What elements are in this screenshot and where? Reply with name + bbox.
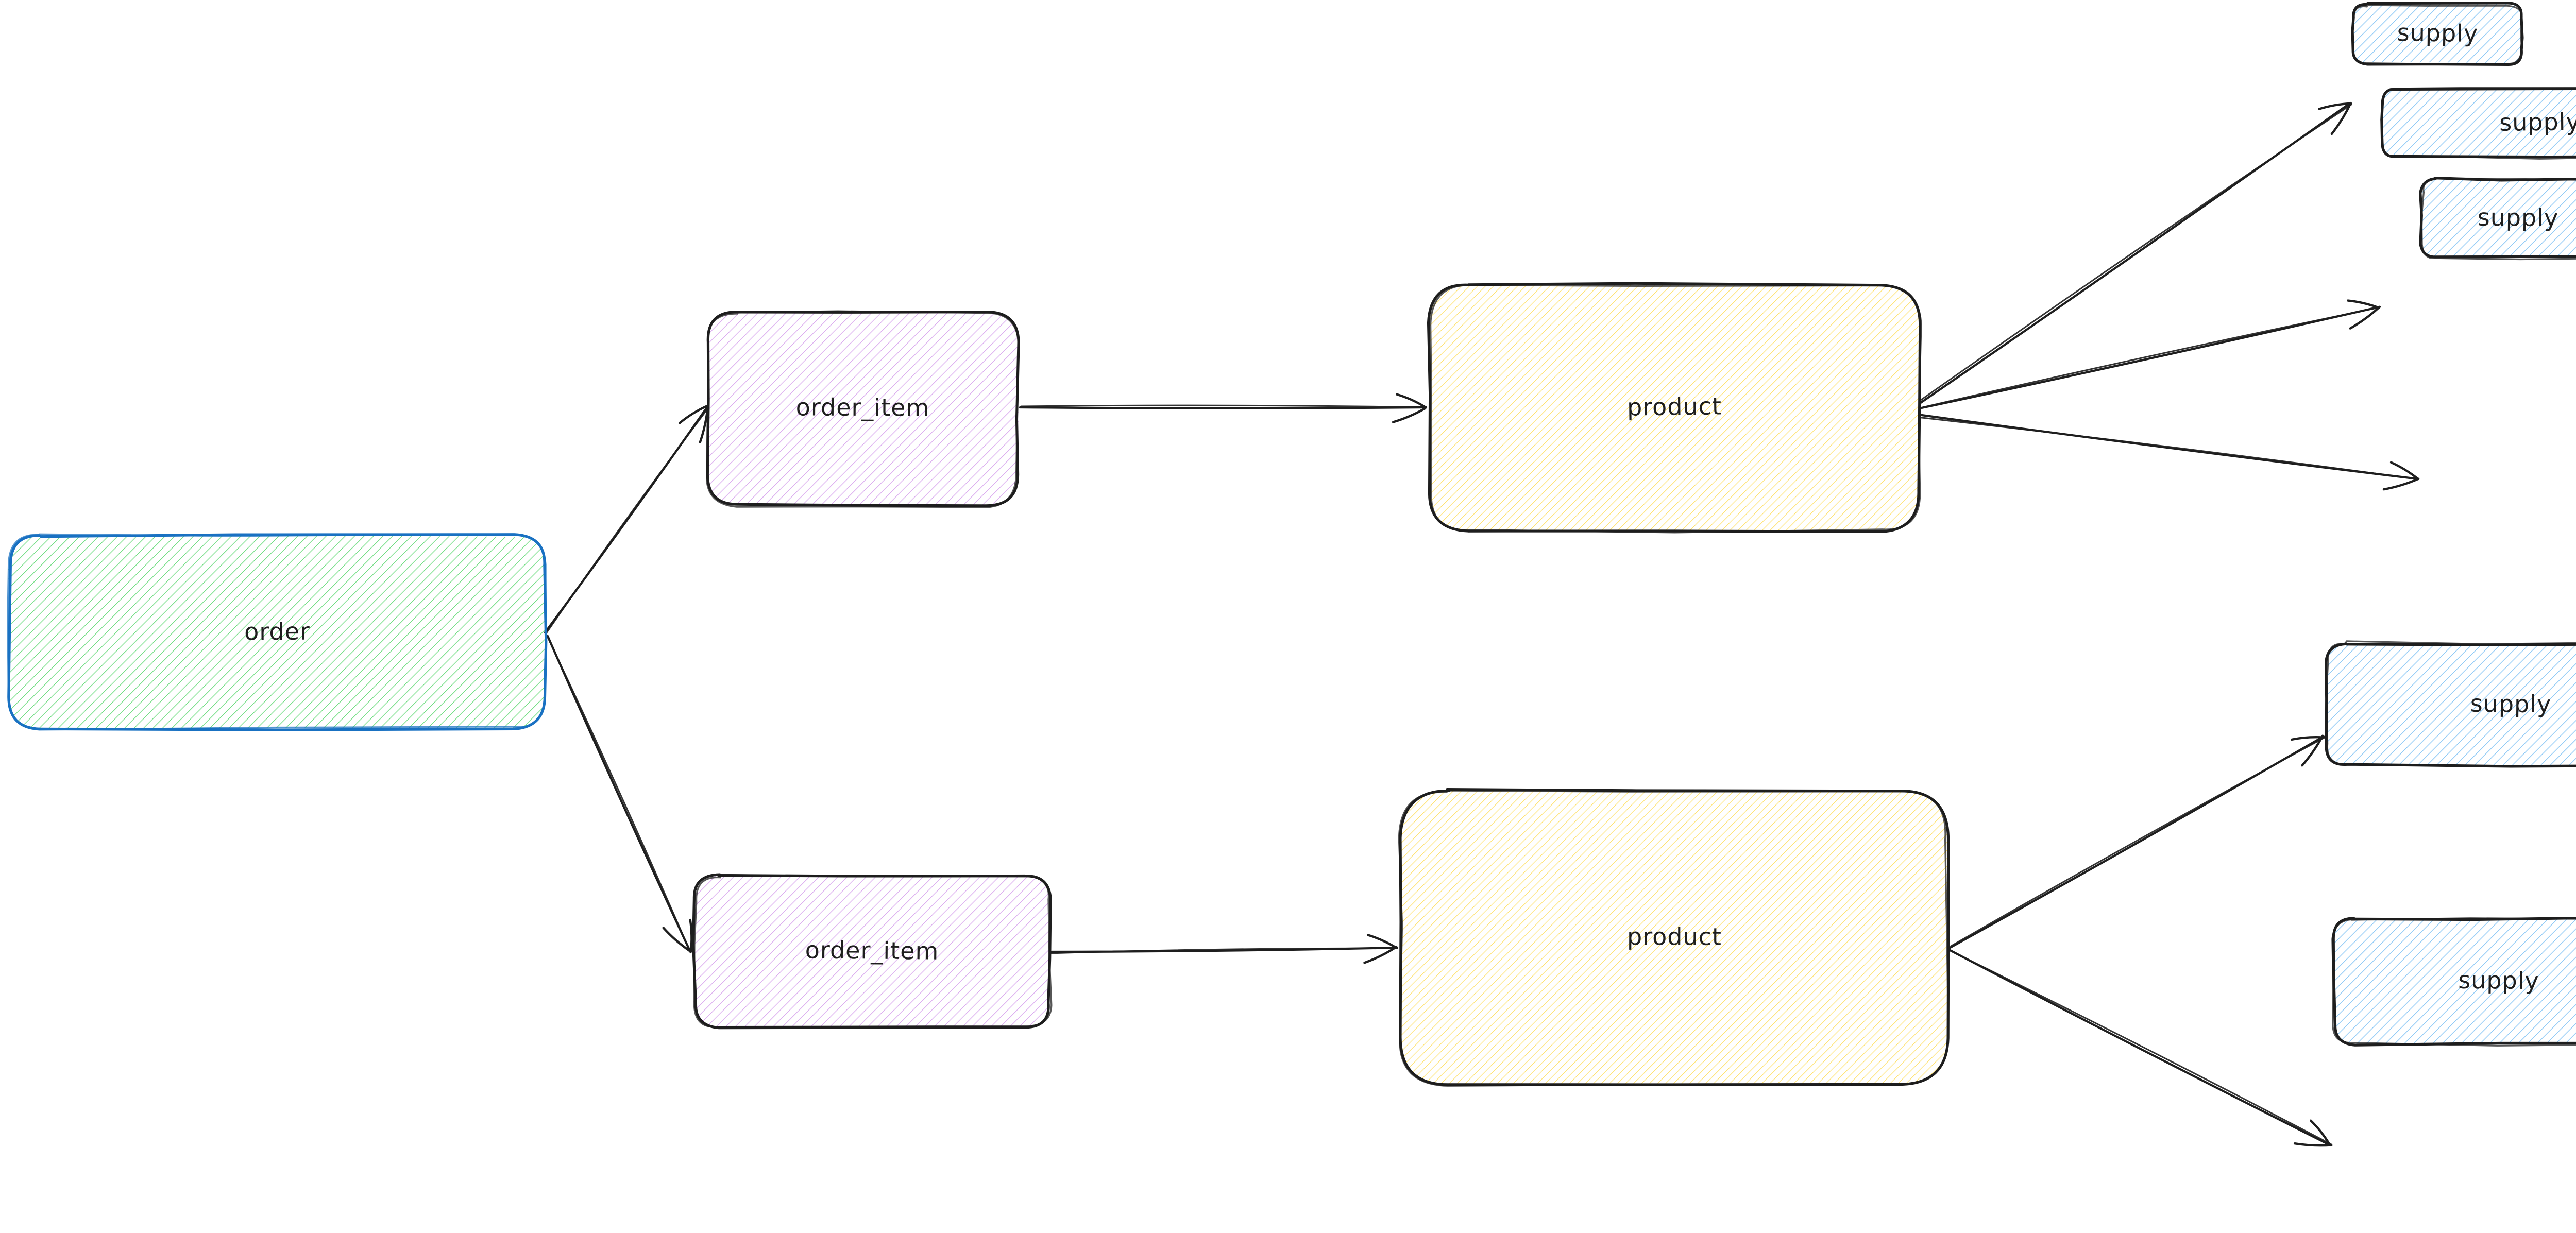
node-fill (8, 535, 545, 729)
node-product_bottom[interactable]: product (1398, 788, 1950, 1087)
edges-layer (544, 101, 2420, 1147)
edge-order_item_top-to-product_top[interactable] (1019, 393, 1428, 423)
node-label: product (1627, 392, 1722, 421)
node-supply_3[interactable]: supply (2419, 177, 2576, 261)
node-supply_1[interactable]: supply (2351, 2, 2524, 66)
node-fill (2421, 178, 2576, 259)
arrowhead-whisker (2382, 477, 2420, 491)
arrowhead-whisker (2301, 734, 2324, 767)
node-fill (1400, 789, 1948, 1085)
arrowhead-whisker (1396, 393, 1427, 408)
nodes-layer: orderorder_itemorder_itemproductproducts… (7, 2, 2576, 1087)
node-fill (1429, 283, 1920, 532)
arrowhead-whisker (2389, 461, 2419, 481)
edge-stroke-primary (1948, 949, 2332, 1147)
arrowhead-whisker (1366, 934, 1398, 949)
edge-stroke-secondary (1920, 306, 2380, 409)
node-fill (706, 311, 1019, 505)
node-outline-secondary (1398, 790, 1950, 1087)
node-outline-secondary (2420, 177, 2576, 261)
node-fill (2382, 88, 2576, 158)
node-outline-secondary (1430, 284, 1922, 534)
node-outline-secondary (2380, 86, 2576, 160)
edge-stroke-secondary (1918, 104, 2352, 402)
edge-order-to-order_item_bottom[interactable] (546, 635, 693, 954)
node-outline (2419, 177, 2576, 259)
node-label: supply (2397, 19, 2478, 47)
edge-stroke-primary (1019, 406, 1428, 409)
node-supply_4[interactable]: supply (2325, 640, 2576, 768)
node-outline-secondary (2352, 4, 2523, 65)
edge-product_top-to-supply_2[interactable] (1920, 299, 2381, 409)
node-outline-secondary (2325, 640, 2576, 767)
arrowhead-whisker (2317, 102, 2352, 110)
edge-order-to-order_item_top[interactable] (544, 405, 709, 635)
edge-order_item_bottom-to-product_bottom[interactable] (1049, 934, 1399, 964)
node-order_item_bottom[interactable]: order_item (692, 873, 1053, 1030)
edge-stroke-secondary (546, 636, 691, 954)
edge-stroke-secondary (1020, 404, 1428, 408)
arrowhead-whisker (2309, 1119, 2331, 1146)
node-label: order_item (805, 936, 939, 965)
node-fill (2333, 918, 2576, 1044)
edge-product_top-to-supply_1[interactable] (1918, 101, 2352, 404)
node-order_item_top[interactable]: order_item (706, 310, 1020, 508)
arrowhead-whisker (1392, 407, 1427, 423)
arrowhead-whisker (2293, 1142, 2333, 1147)
node-outline-secondary (693, 874, 1053, 1028)
edge-stroke-secondary (1049, 947, 1398, 954)
node-supply_5[interactable]: supply (2331, 917, 2576, 1047)
arrowhead-whisker (1363, 946, 1398, 964)
edge-product_top-to-supply_3[interactable] (1920, 414, 2420, 491)
node-outline-secondary (7, 533, 547, 731)
edge-stroke-secondary (545, 407, 709, 635)
node-label: supply (2470, 690, 2551, 718)
node-label: order (244, 618, 310, 646)
node-label: supply (2499, 108, 2576, 136)
node-product_top[interactable]: product (1427, 282, 1922, 534)
node-supply_2[interactable]: supply (2380, 86, 2576, 160)
edge-product_bottom-to-supply_5[interactable] (1947, 949, 2333, 1147)
edge-stroke-secondary (1947, 949, 2332, 1145)
node-order[interactable]: order (7, 533, 548, 731)
node-label: order_item (796, 393, 930, 421)
arrowhead-whisker (2349, 305, 2381, 330)
arrowhead-whisker (2330, 102, 2352, 135)
node-fill (2353, 4, 2523, 63)
node-outline-secondary (2331, 917, 2576, 1047)
node-fill (2326, 643, 2576, 766)
edge-stroke-primary (1920, 305, 2381, 409)
arrowhead-whisker (679, 405, 708, 424)
node-outline-secondary (706, 310, 1020, 508)
node-fill (693, 875, 1050, 1028)
arrowhead-whisker (662, 927, 691, 952)
node-label: product (1627, 922, 1722, 950)
arrowhead-whisker (2347, 299, 2381, 309)
edge-product_bottom-to-supply_4[interactable] (1948, 734, 2325, 949)
node-outline (2325, 642, 2576, 768)
node-label: supply (2478, 203, 2559, 232)
arrowhead-whisker (689, 918, 693, 953)
edge-stroke-secondary (1950, 737, 2325, 947)
node-label: supply (2458, 966, 2539, 995)
edge-stroke-secondary (1920, 417, 2419, 480)
